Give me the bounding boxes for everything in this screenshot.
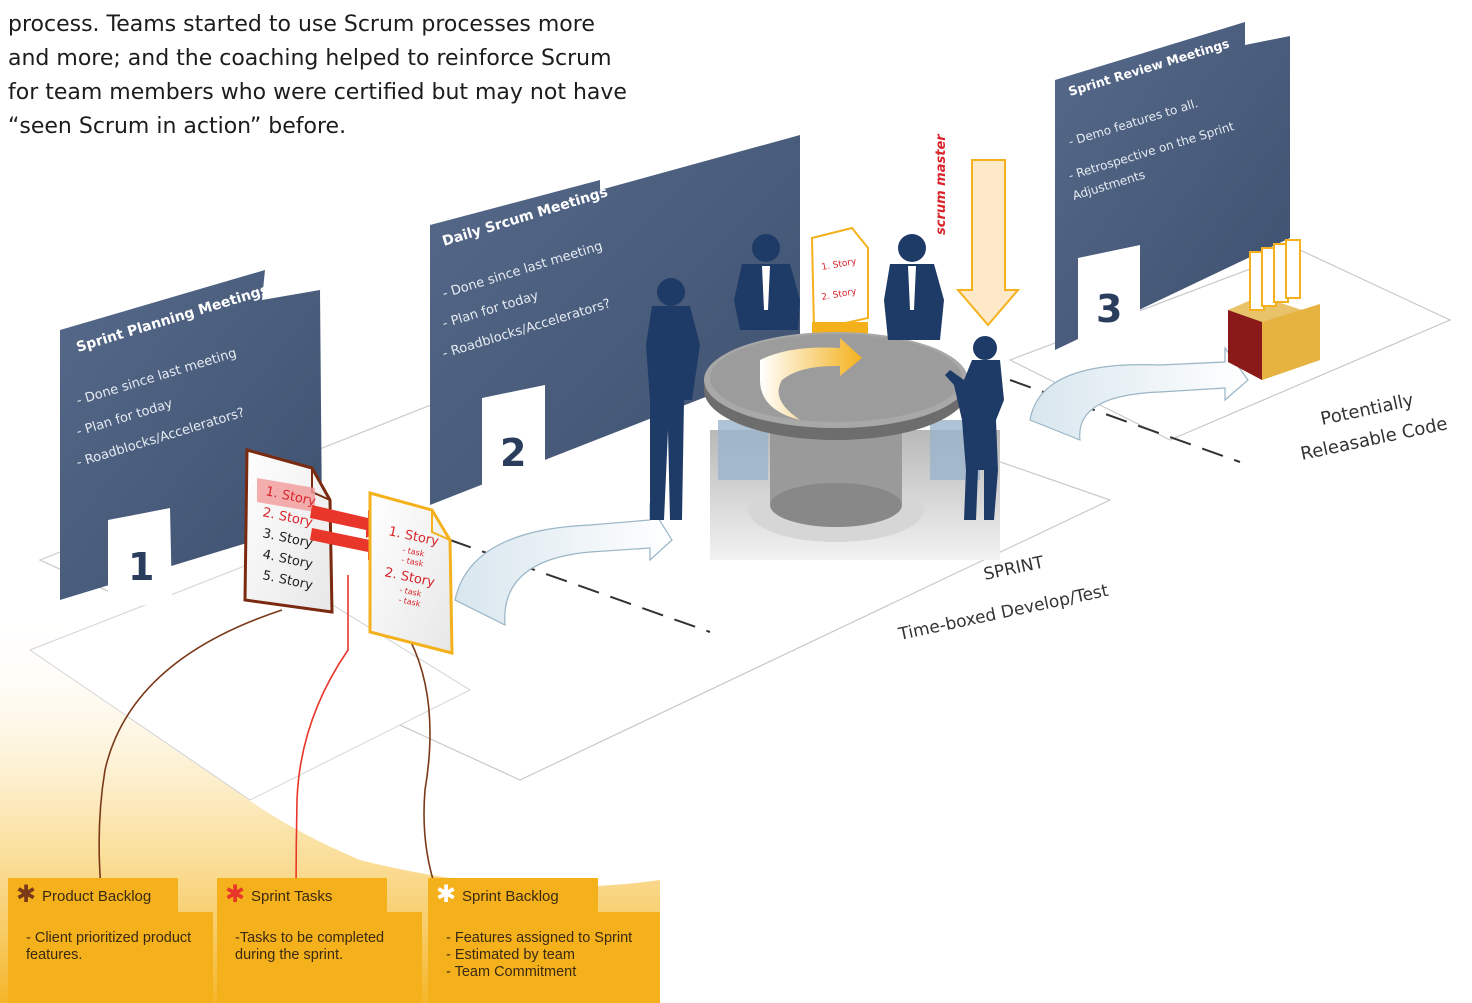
legend-description: - Features assigned to Sprint - Estimate… bbox=[446, 930, 633, 980]
legend-title: Sprint Backlog bbox=[462, 888, 559, 905]
step-number: 3 bbox=[1096, 287, 1122, 331]
scrum-master-label: scrum master bbox=[934, 133, 949, 235]
team-member-figure bbox=[646, 278, 700, 520]
intro-line: “seen Scrum in action” before. bbox=[8, 114, 347, 139]
sprint-label-subtitle: Time-boxed Develop/Test bbox=[896, 581, 1111, 645]
legend-description: -Tasks to be completed during the sprint… bbox=[235, 930, 385, 963]
product-backlog-document: 1. Story 2. Story 3. Story 4. Story 5. S… bbox=[243, 448, 334, 614]
step-number: 2 bbox=[500, 431, 526, 475]
step-card bbox=[108, 508, 172, 612]
legend-description: - Client prioritized product features. bbox=[26, 930, 192, 963]
intro-line: for team members who were certified but … bbox=[8, 80, 627, 105]
connector-sprint-tasks bbox=[295, 575, 349, 901]
scrum-master-figure bbox=[945, 336, 1004, 520]
legend-title: Sprint Tasks bbox=[251, 888, 333, 905]
connector-product-backlog bbox=[98, 609, 283, 901]
step-card bbox=[1078, 245, 1140, 350]
legend-title: Product Backlog bbox=[42, 888, 152, 905]
team-member-figure bbox=[734, 234, 800, 330]
connector-sprint-backlog bbox=[409, 639, 441, 901]
intro-line: and more; and the coaching helped to rei… bbox=[8, 46, 612, 71]
releasable-code-box bbox=[1228, 239, 1320, 380]
step-number: 1 bbox=[128, 545, 154, 589]
asterisk-icon: ✱ bbox=[225, 880, 246, 908]
step-card bbox=[482, 385, 545, 492]
scrum-table bbox=[704, 332, 1000, 560]
iteration-arc bbox=[454, 502, 673, 627]
floating-sprint-document: 1. Story 2. Story bbox=[810, 226, 869, 340]
asterisk-icon: ✱ bbox=[16, 880, 37, 908]
sprint-backlog-document: 1. Story - task - task 2. Story - task -… bbox=[368, 491, 454, 655]
team-member-figure bbox=[884, 234, 944, 340]
sprint-review-panel: Sprint Review Meetings - Demo features t… bbox=[1055, 22, 1290, 350]
intro-line: process. Teams started to use Scrum proc… bbox=[8, 12, 595, 37]
scrum-master-arrow: scrum master bbox=[934, 133, 1021, 327]
floor-plane-3 bbox=[28, 559, 472, 801]
asterisk-icon: ✱ bbox=[436, 880, 457, 908]
intro-paragraph: process. Teams started to use Scrum proc… bbox=[8, 8, 648, 144]
transfer-arrows bbox=[310, 505, 386, 560]
